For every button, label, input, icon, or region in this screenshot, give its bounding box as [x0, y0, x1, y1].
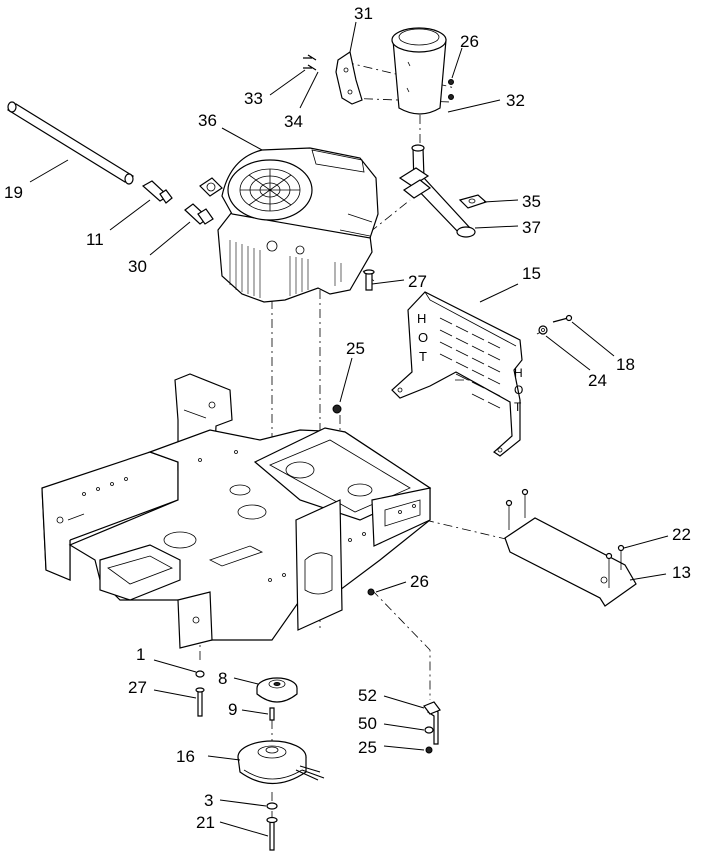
shield-letter: T — [419, 349, 427, 364]
pto-clutch — [237, 740, 325, 784]
shield-letter: H — [417, 311, 426, 326]
callout-label: 15 — [522, 264, 541, 283]
bolt — [195, 687, 205, 717]
nut — [332, 404, 342, 414]
frame — [41, 373, 432, 649]
shield-letter: O — [418, 330, 428, 345]
bolt — [552, 314, 573, 323]
callout-label: 36 — [198, 111, 217, 130]
callout-label: 1 — [136, 645, 145, 664]
callout-label: 19 — [4, 183, 23, 202]
callout-label: 3 — [204, 791, 213, 810]
hose-fitting — [141, 180, 173, 204]
washer — [195, 670, 205, 678]
callout-label: 35 — [522, 192, 541, 211]
callout-label: 8 — [218, 669, 227, 688]
fuel-fitting — [184, 203, 214, 225]
muffler-bracket — [335, 51, 363, 105]
pulley — [256, 677, 298, 703]
callout-label: 30 — [128, 257, 147, 276]
key — [269, 707, 275, 721]
exhaust-pipe — [398, 144, 476, 238]
nut — [367, 588, 375, 596]
fuel-hose — [6, 101, 135, 185]
callout-label: 31 — [354, 4, 373, 23]
callout-label: 24 — [588, 371, 607, 390]
engine — [199, 147, 379, 303]
callout-labels: 31 26 33 34 32 36 19 35 11 37 30 27 15 1… — [4, 4, 691, 832]
muffler — [391, 27, 447, 115]
screw — [303, 54, 317, 71]
callout-label: 9 — [228, 700, 237, 719]
callout-label: 21 — [196, 813, 215, 832]
callout-label: 11 — [86, 230, 104, 249]
callout-label: 22 — [672, 525, 691, 544]
callout-label: 25 — [346, 339, 365, 358]
callout-label: 18 — [616, 355, 635, 374]
heat-shield — [391, 291, 523, 457]
callout-label: 13 — [672, 563, 691, 582]
washer — [266, 802, 278, 810]
shield-letter: O — [514, 383, 523, 397]
exhaust-gasket — [458, 194, 488, 209]
shield-letter: T — [514, 400, 522, 414]
leader-lines — [29, 21, 669, 837]
bolt — [266, 816, 278, 851]
callout-label: 27 — [128, 678, 147, 697]
nut — [448, 79, 454, 100]
callout-label: 26 — [460, 32, 479, 51]
callout-label: 25 — [358, 738, 377, 757]
rod — [423, 701, 441, 745]
nut — [425, 746, 433, 754]
callout-label: 16 — [176, 747, 195, 766]
callout-label: 34 — [284, 112, 303, 131]
washer — [424, 726, 434, 734]
washer — [538, 325, 548, 335]
callout-label: 52 — [358, 686, 377, 705]
cover-plate — [504, 517, 637, 607]
engine-mount-bolt — [363, 269, 375, 291]
callout-label: 26 — [410, 572, 429, 591]
callout-label: 32 — [506, 91, 525, 110]
callout-label: 50 — [358, 714, 377, 733]
callout-label: 27 — [408, 272, 427, 291]
shield-hot-lettering: H O T H O T — [417, 311, 523, 414]
shield-letter: H — [514, 366, 523, 380]
callout-label: 33 — [244, 89, 263, 108]
callout-label: 37 — [522, 218, 541, 237]
screw — [505, 488, 625, 588]
